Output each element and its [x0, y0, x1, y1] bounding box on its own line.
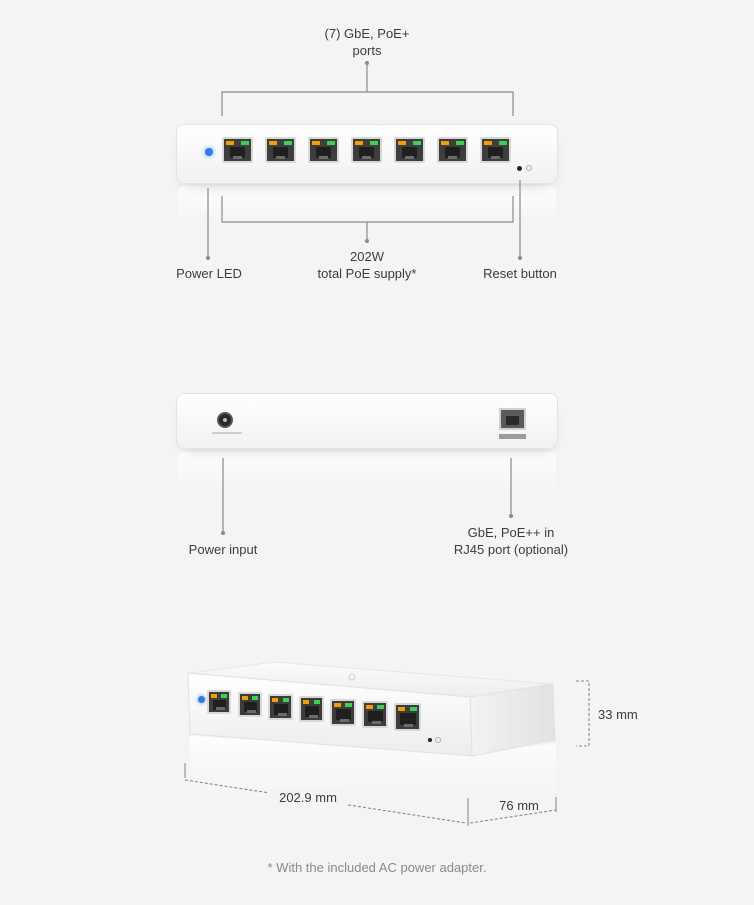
width-label: 202.9 mm	[268, 790, 348, 806]
ethernet-port-icon	[394, 137, 425, 163]
footnote: * With the included AC power adapter.	[267, 860, 487, 875]
ethernet-port-icon	[268, 694, 293, 720]
power-input-label: Power input	[188, 542, 258, 557]
uplink-label-line1: GbE, PoE++ in	[467, 525, 555, 540]
front-switch-device	[176, 124, 558, 184]
ethernet-port-icon	[238, 692, 262, 717]
reset-button-icon	[517, 166, 522, 171]
ethernet-port-icon	[480, 137, 511, 163]
uplink-label-line2: RJ45 port (optional)	[453, 542, 569, 557]
reset-button-icon	[428, 738, 432, 742]
power-input-caption-icon	[212, 432, 242, 434]
ethernet-port-icon	[362, 701, 388, 728]
power-led-label: Power LED	[176, 266, 242, 281]
poe-supply-line1: 202W	[350, 249, 384, 264]
ethernet-port-icon	[351, 137, 382, 163]
ports-label-line2: ports	[352, 43, 382, 58]
ethernet-port-icon	[207, 690, 231, 714]
reset-symbol-icon	[526, 165, 532, 171]
ethernet-port-icon	[299, 696, 324, 722]
ethernet-port-icon	[394, 703, 421, 731]
height-label: 33 mm	[598, 707, 638, 722]
rear-switch-device	[176, 393, 558, 449]
depth-label: 76 mm	[499, 798, 539, 813]
poe-supply-line2: total PoE supply*	[317, 266, 417, 281]
power-input-jack-icon	[217, 412, 233, 428]
front-device-reflection	[178, 186, 556, 226]
power-led-icon	[205, 148, 213, 156]
power-led-icon	[198, 696, 205, 703]
ethernet-port-icon	[308, 137, 339, 163]
ethernet-port-icon	[265, 137, 296, 163]
ethernet-port-icon	[330, 699, 356, 726]
ethernet-port-icon	[437, 137, 468, 163]
uplink-port-tag-icon	[499, 434, 526, 439]
rear-device-reflection	[178, 452, 556, 492]
reset-button-label: Reset button	[483, 266, 557, 281]
reset-symbol-icon	[435, 737, 441, 743]
uplink-rj45-port-icon	[499, 408, 526, 430]
ethernet-port-icon	[222, 137, 253, 163]
ports-label-line1: (7) GbE, PoE+	[324, 26, 410, 41]
